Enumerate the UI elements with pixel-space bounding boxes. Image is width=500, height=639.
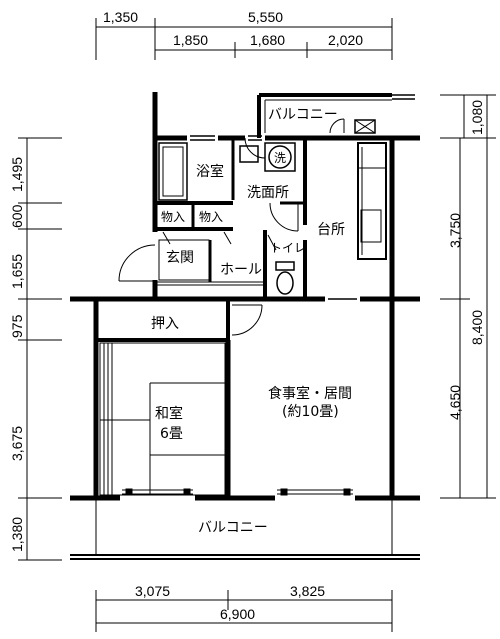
top-windows: [190, 135, 357, 300]
entrance-label: 玄関: [166, 249, 194, 266]
living-room-size: (約10畳): [282, 404, 339, 420]
living-room-name: 食事室・居間: [268, 385, 352, 402]
doors: [118, 137, 299, 336]
dim-right-lower: 4,650: [447, 385, 463, 420]
kitchen-label: 台所: [317, 222, 345, 238]
dim-top-seg-1: 1,850: [173, 32, 208, 48]
dim-left-4: 975: [9, 314, 25, 338]
entrance-outline: [155, 239, 265, 286]
storage-1-label: 物入: [161, 210, 185, 224]
dim-bottom-left: 3,075: [135, 583, 170, 599]
dim-right-total: 8,400: [469, 310, 485, 345]
dimension-lines: [18, 18, 496, 632]
washroom-label: 洗面所: [247, 185, 289, 201]
dim-top-left: 1,350: [103, 9, 138, 25]
dim-left-3: 1,655: [9, 254, 25, 289]
balcony-top: [257, 93, 415, 138]
bathtub: [158, 142, 188, 201]
toilet-label: トイレ: [270, 241, 306, 255]
balcony-bottom-label: バルコニー: [198, 520, 268, 536]
japanese-room-size: 6畳: [160, 426, 183, 442]
walls: [70, 92, 420, 501]
dim-left-6: 1,380: [9, 517, 25, 552]
dim-right-upper: 3,750: [447, 213, 463, 248]
dim-right-balcony: 1,080: [469, 100, 485, 135]
dim-bottom-total: 6,900: [220, 606, 255, 622]
dim-left-2: 600: [9, 204, 25, 228]
storage-2-label: 物入: [199, 210, 223, 224]
balcony-bottom: [70, 500, 420, 560]
tatami-mats: [99, 342, 226, 496]
dim-bottom-right: 3,825: [290, 583, 325, 599]
bottom-windows: [122, 488, 353, 496]
kitchen-counter: [357, 142, 387, 260]
washing-machine-mark: 洗: [274, 151, 286, 165]
dim-top-total-right: 5,550: [248, 9, 283, 25]
bath-label: 浴室: [196, 163, 224, 180]
hall-label: ホール: [220, 262, 262, 278]
japanese-room-name: 和室: [155, 405, 183, 422]
dim-top-seg-3: 2,020: [328, 32, 363, 48]
dim-left-1: 1,495: [9, 157, 25, 192]
washroom-fixtures: [239, 142, 296, 172]
dim-top-seg-2: 1,680: [250, 32, 285, 48]
dim-left-5: 3,675: [9, 426, 25, 461]
balcony-top-label: バルコニー: [268, 107, 338, 123]
closet-label: 押入: [151, 316, 179, 332]
toilet-fixture: [275, 261, 295, 295]
